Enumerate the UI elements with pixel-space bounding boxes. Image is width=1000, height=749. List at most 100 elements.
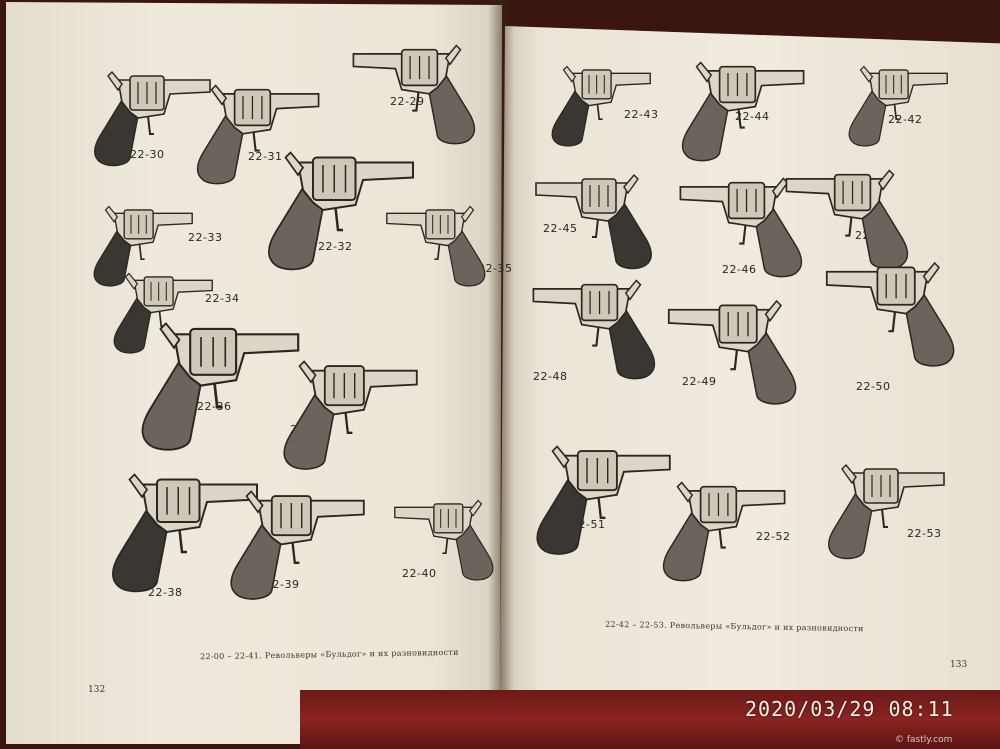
revolver-grip bbox=[428, 73, 476, 145]
revolver-hammer bbox=[460, 205, 475, 223]
revolver-shape bbox=[113, 272, 213, 354]
revolver-shape bbox=[283, 360, 418, 470]
revolver-drawing bbox=[532, 279, 656, 380]
revolver-grip bbox=[747, 330, 797, 405]
revolver-drawing bbox=[93, 205, 193, 287]
cylinder-flutes bbox=[736, 189, 757, 213]
revolver-drawing bbox=[352, 44, 476, 145]
revolver-trigger bbox=[138, 243, 145, 261]
right-page bbox=[500, 26, 1000, 722]
revolver-hammer bbox=[124, 272, 139, 290]
revolver-hammer bbox=[104, 205, 119, 223]
revolver-shape bbox=[551, 65, 651, 147]
figure-label-22-49: 22-49 bbox=[682, 375, 717, 388]
cylinder-flutes bbox=[588, 75, 605, 94]
figure-label-22-34: 22-34 bbox=[205, 292, 240, 305]
cylinder-flutes bbox=[432, 215, 449, 234]
revolver-shape bbox=[662, 481, 786, 582]
revolver-shape bbox=[681, 61, 805, 162]
revolver-drawing bbox=[112, 473, 258, 593]
revolver-shape bbox=[93, 205, 193, 287]
cylinder-flutes bbox=[708, 493, 729, 517]
revolver-grip bbox=[447, 229, 486, 287]
revolver-hammer bbox=[695, 61, 713, 83]
figure-label-22-32: 22-32 bbox=[318, 240, 353, 253]
revolver-trigger bbox=[434, 243, 441, 261]
revolver-hammer bbox=[877, 169, 895, 191]
figure-label-22-36: 22-36 bbox=[197, 400, 232, 413]
revolver-shape bbox=[230, 490, 365, 600]
revolver-grip bbox=[848, 89, 887, 147]
figure-label-22-40: 22-40 bbox=[402, 567, 437, 580]
book-gutter bbox=[488, 0, 514, 749]
revolver-hammer bbox=[551, 445, 570, 469]
revolver-drawing bbox=[667, 299, 797, 405]
figure-label-22-31: 22-31 bbox=[248, 150, 283, 163]
revolver-trigger bbox=[845, 216, 853, 237]
revolver-trigger bbox=[334, 207, 343, 232]
cylinder-flutes bbox=[333, 373, 356, 399]
revolver-hammer bbox=[468, 499, 483, 517]
revolver-trigger bbox=[291, 541, 300, 564]
cylinder-flutes bbox=[137, 82, 157, 104]
revolver-hammer bbox=[210, 84, 228, 106]
revolver-hammer bbox=[159, 322, 181, 350]
revolver-drawing bbox=[681, 61, 805, 162]
cylinder-flutes bbox=[885, 75, 902, 94]
revolver-trigger bbox=[739, 224, 747, 245]
revolver-grip bbox=[551, 89, 590, 147]
revolver-trigger bbox=[718, 528, 726, 549]
cylinder-flutes bbox=[586, 458, 609, 484]
revolver-shape bbox=[848, 65, 948, 147]
cylinder-flutes bbox=[440, 509, 457, 528]
revolver-shape bbox=[536, 445, 671, 555]
figure-label-22-46: 22-46 bbox=[722, 263, 757, 276]
revolver-hammer bbox=[764, 299, 783, 323]
figure-label-22-43: 22-43 bbox=[624, 108, 659, 121]
revolver-hammer bbox=[859, 65, 874, 83]
cylinder-flutes bbox=[727, 312, 749, 337]
cylinder-flutes bbox=[130, 215, 147, 234]
revolver-trigger bbox=[344, 411, 353, 434]
revolver-shape bbox=[141, 322, 300, 451]
revolver-grip bbox=[828, 491, 873, 560]
revolver-grip bbox=[268, 186, 324, 271]
revolver-hammer bbox=[298, 360, 317, 384]
revolver-shape bbox=[532, 279, 656, 380]
revolver-trigger bbox=[213, 382, 223, 409]
revolver-grip bbox=[608, 308, 656, 380]
cylinder-flutes bbox=[322, 165, 347, 193]
revolver-trigger bbox=[442, 537, 449, 555]
cylinder-flutes bbox=[589, 291, 610, 315]
revolver-grip bbox=[112, 508, 168, 593]
revolver-drawing bbox=[662, 481, 786, 582]
revolver-shape bbox=[785, 169, 909, 270]
revolver-grip bbox=[755, 206, 803, 278]
revolver-grip bbox=[141, 359, 203, 451]
revolver-grip bbox=[662, 510, 710, 582]
revolver-trigger bbox=[252, 131, 260, 152]
revolver-drawing bbox=[386, 205, 486, 287]
figure-label-22-30: 22-30 bbox=[130, 148, 165, 161]
revolver-hammer bbox=[922, 261, 941, 285]
revolver-trigger bbox=[737, 108, 745, 129]
figure-label-22-38: 22-38 bbox=[148, 586, 183, 599]
revolver-trigger bbox=[412, 91, 420, 112]
left-page-number: 132 bbox=[88, 685, 106, 695]
revolver-grip bbox=[861, 198, 909, 270]
revolver-drawing bbox=[536, 445, 671, 555]
revolver-shape bbox=[825, 261, 955, 367]
revolver-trigger bbox=[597, 496, 606, 519]
figure-label-22-48: 22-48 bbox=[533, 370, 568, 383]
revolver-grip bbox=[94, 98, 139, 167]
revolver-shape bbox=[394, 499, 494, 581]
revolver-hammer bbox=[624, 279, 642, 301]
revolver-trigger bbox=[596, 103, 603, 121]
watermark: © fastly.com bbox=[895, 735, 953, 745]
revolver-drawing bbox=[283, 360, 418, 470]
revolver-trigger bbox=[592, 218, 599, 238]
revolver-drawing bbox=[268, 151, 414, 271]
revolver-grip bbox=[230, 522, 282, 600]
revolver-hammer bbox=[128, 473, 149, 499]
